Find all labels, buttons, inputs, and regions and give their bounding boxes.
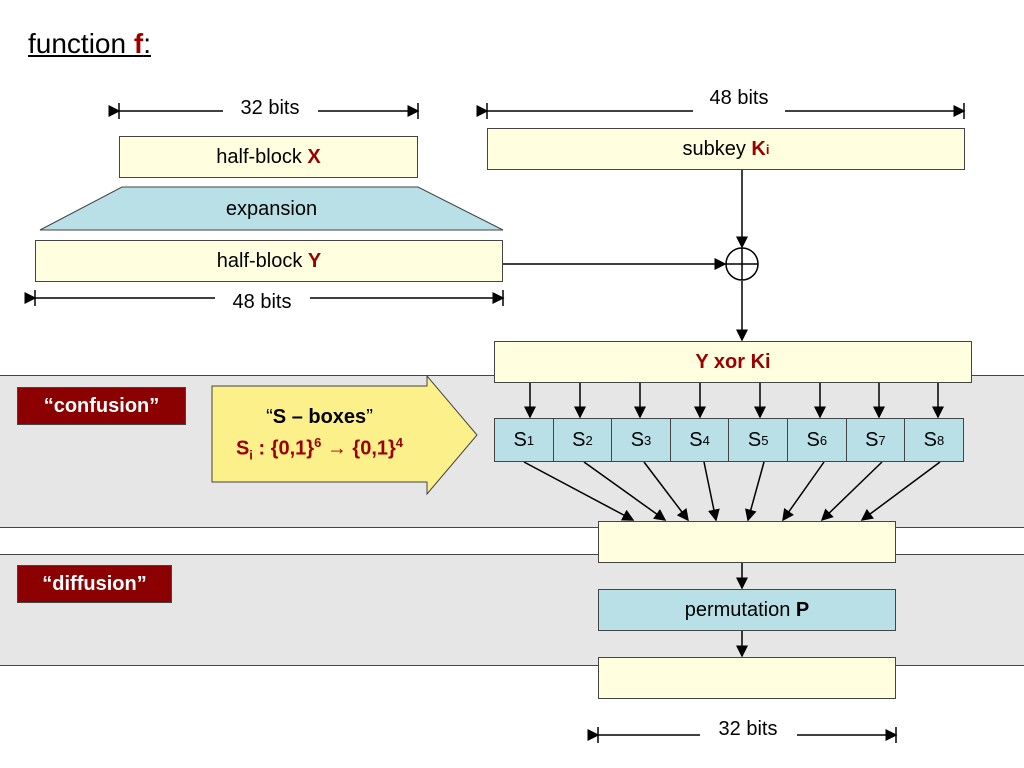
page-title: function f: (28, 28, 151, 59)
y-xor-ki-block: Y xor Ki (494, 341, 972, 383)
sbox-note: “S – boxes” Si : {0,1}6 → {0,1}4 (235, 406, 404, 463)
dim-out-32bits: 32 bits (708, 718, 788, 741)
sbox-output-block (598, 521, 896, 563)
permutation-p: permutation P (598, 589, 896, 631)
final-output-block (598, 657, 896, 699)
confusion-label: “confusion” (17, 387, 186, 425)
half-block-x: half-block X (119, 136, 418, 178)
dim-y-48bits: 48 bits (222, 291, 302, 314)
half-block-y: half-block Y (35, 240, 503, 282)
expansion-label: expansion (225, 198, 318, 220)
dim-x-32bits: 32 bits (230, 97, 310, 120)
diffusion-label: “diffusion” (17, 565, 172, 603)
dim-k-48bits: 48 bits (699, 87, 779, 110)
